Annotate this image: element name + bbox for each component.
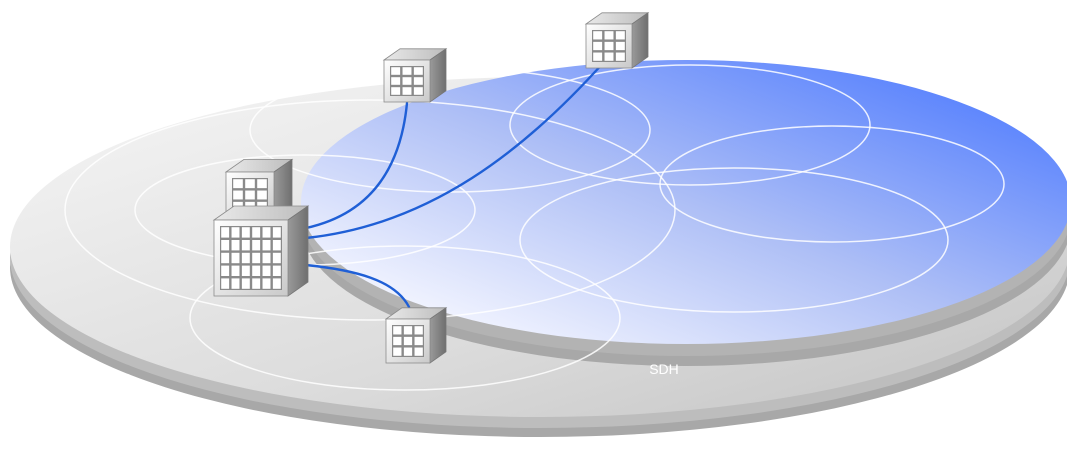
hub-building-window	[252, 240, 261, 251]
stacked-building-window	[257, 179, 267, 189]
upper-building-window	[402, 77, 412, 85]
hub-building-window	[241, 227, 250, 238]
hub-building-window	[272, 227, 281, 238]
lower-building-window	[393, 326, 402, 335]
upper-building-window	[391, 77, 401, 85]
buildings	[212, 12, 650, 364]
top-building-window	[615, 31, 625, 40]
top-building-window	[593, 52, 603, 61]
lower-building-window	[393, 336, 402, 346]
hub-building-window	[262, 278, 271, 289]
top-building-window	[604, 31, 614, 40]
hub-building-window	[262, 252, 271, 264]
optical-transport-label: Optical Transport	[467, 434, 574, 450]
hub-building-window	[231, 252, 240, 264]
lower-building-window	[403, 326, 413, 335]
hub-building-window	[221, 265, 230, 276]
hub-building-window	[241, 265, 250, 276]
hub-building-window	[231, 278, 240, 289]
stacked-building-window	[257, 190, 267, 200]
upper-building-window	[391, 67, 401, 75]
upper-building-window	[413, 77, 423, 85]
network-links	[304, 60, 606, 309]
network-rings	[64, 64, 1005, 391]
upper-building	[382, 48, 448, 103]
top-building-window	[615, 41, 625, 51]
hub-building-window	[262, 265, 271, 276]
stacked-building-window	[245, 190, 255, 200]
hub-building-window	[231, 227, 240, 238]
hub-building-window	[272, 265, 281, 276]
stacked-building-window	[245, 179, 255, 189]
hub-building-window-frame	[220, 226, 282, 290]
ring-lower-left	[189, 245, 621, 391]
stacked-building-window	[233, 190, 243, 200]
hub-building-window	[221, 240, 230, 251]
lower-building	[384, 307, 448, 364]
sdh-label: SDH	[649, 361, 679, 377]
lower-building-window	[414, 347, 423, 356]
sdh-layer-surface	[301, 60, 1067, 344]
hub-building-window	[262, 227, 271, 238]
hub-building-window	[241, 252, 250, 264]
top-building-window	[604, 52, 614, 61]
upper-building-window	[402, 67, 412, 75]
ring-center-right	[519, 167, 949, 313]
lower-building-window	[403, 336, 413, 346]
upper-building-window	[413, 67, 423, 75]
hub-building-window	[231, 240, 240, 251]
ring-right	[659, 125, 1005, 243]
link-hub-to-top	[304, 60, 606, 240]
link-hub-to-lower	[304, 263, 411, 309]
hub-building	[212, 205, 310, 297]
upper-building-window	[402, 87, 412, 95]
hub-building-window	[272, 240, 281, 251]
hub-building-window	[241, 278, 250, 289]
upper-building-window	[413, 87, 423, 95]
hub-building-window	[221, 252, 230, 264]
top-building-window	[604, 41, 614, 51]
hub-building-window	[252, 278, 261, 289]
hub-building-window	[272, 278, 281, 289]
lower-building-window	[414, 326, 423, 335]
ring-outer	[64, 99, 676, 321]
link-hub-to-upper	[304, 101, 409, 230]
top-building-window	[593, 41, 603, 51]
hub-building-window	[272, 252, 281, 264]
lower-building-window	[403, 347, 413, 356]
hub-building-window	[221, 227, 230, 238]
upper-building-window	[391, 87, 401, 95]
lower-building-window	[393, 347, 402, 356]
hub-building-window	[231, 265, 240, 276]
hub-building-window	[252, 265, 261, 276]
hub-building-window	[252, 252, 261, 264]
top-building-window	[593, 31, 603, 40]
hub-building-window	[241, 240, 250, 251]
lower-building-window	[414, 336, 423, 346]
top-building-window	[615, 52, 625, 61]
hub-building-window	[221, 278, 230, 289]
hub-building-side	[287, 205, 309, 297]
top-building	[584, 12, 650, 69]
hub-building-window	[252, 227, 261, 238]
hub-building-window	[262, 240, 271, 251]
stacked-building-window	[233, 179, 243, 189]
ring-top-right	[509, 64, 871, 186]
